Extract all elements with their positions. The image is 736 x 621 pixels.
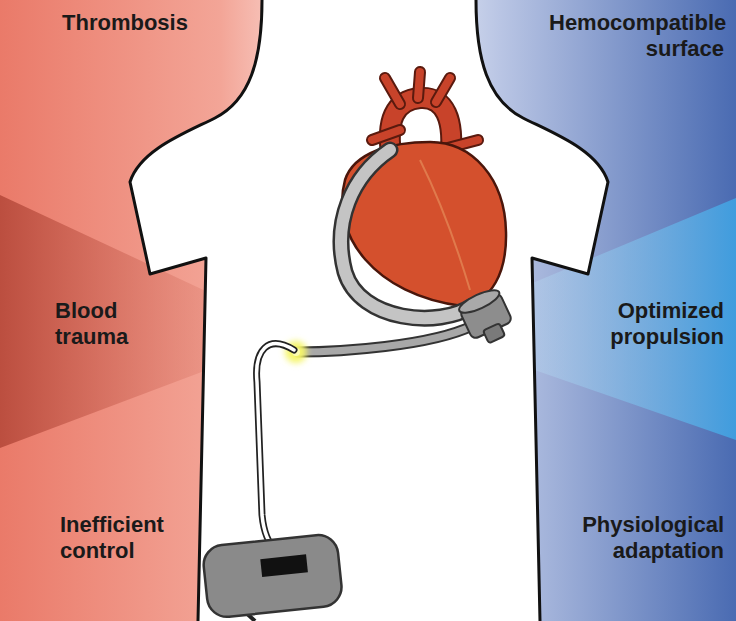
challenge-label: Thrombosis <box>62 10 188 36</box>
challenge-label: Blood trauma <box>55 298 155 351</box>
heart-vessel <box>420 160 470 290</box>
torso-fill <box>130 0 608 621</box>
challenge-label: Optimized propulsion <box>594 298 724 351</box>
outflow-graft-fill <box>341 150 472 318</box>
pump <box>456 286 517 349</box>
challenge-label: Inefficient control <box>60 512 185 565</box>
torso-outline <box>130 0 608 621</box>
cable-outline <box>257 344 294 550</box>
outflow-graft <box>341 150 472 318</box>
cable <box>257 344 294 550</box>
challenge-label: Physiological adaptation <box>564 512 724 565</box>
driveline-outline <box>298 326 472 352</box>
controller <box>202 533 344 619</box>
challenge-label: Hemocompatible surface <box>549 10 724 63</box>
driveline <box>298 326 472 352</box>
